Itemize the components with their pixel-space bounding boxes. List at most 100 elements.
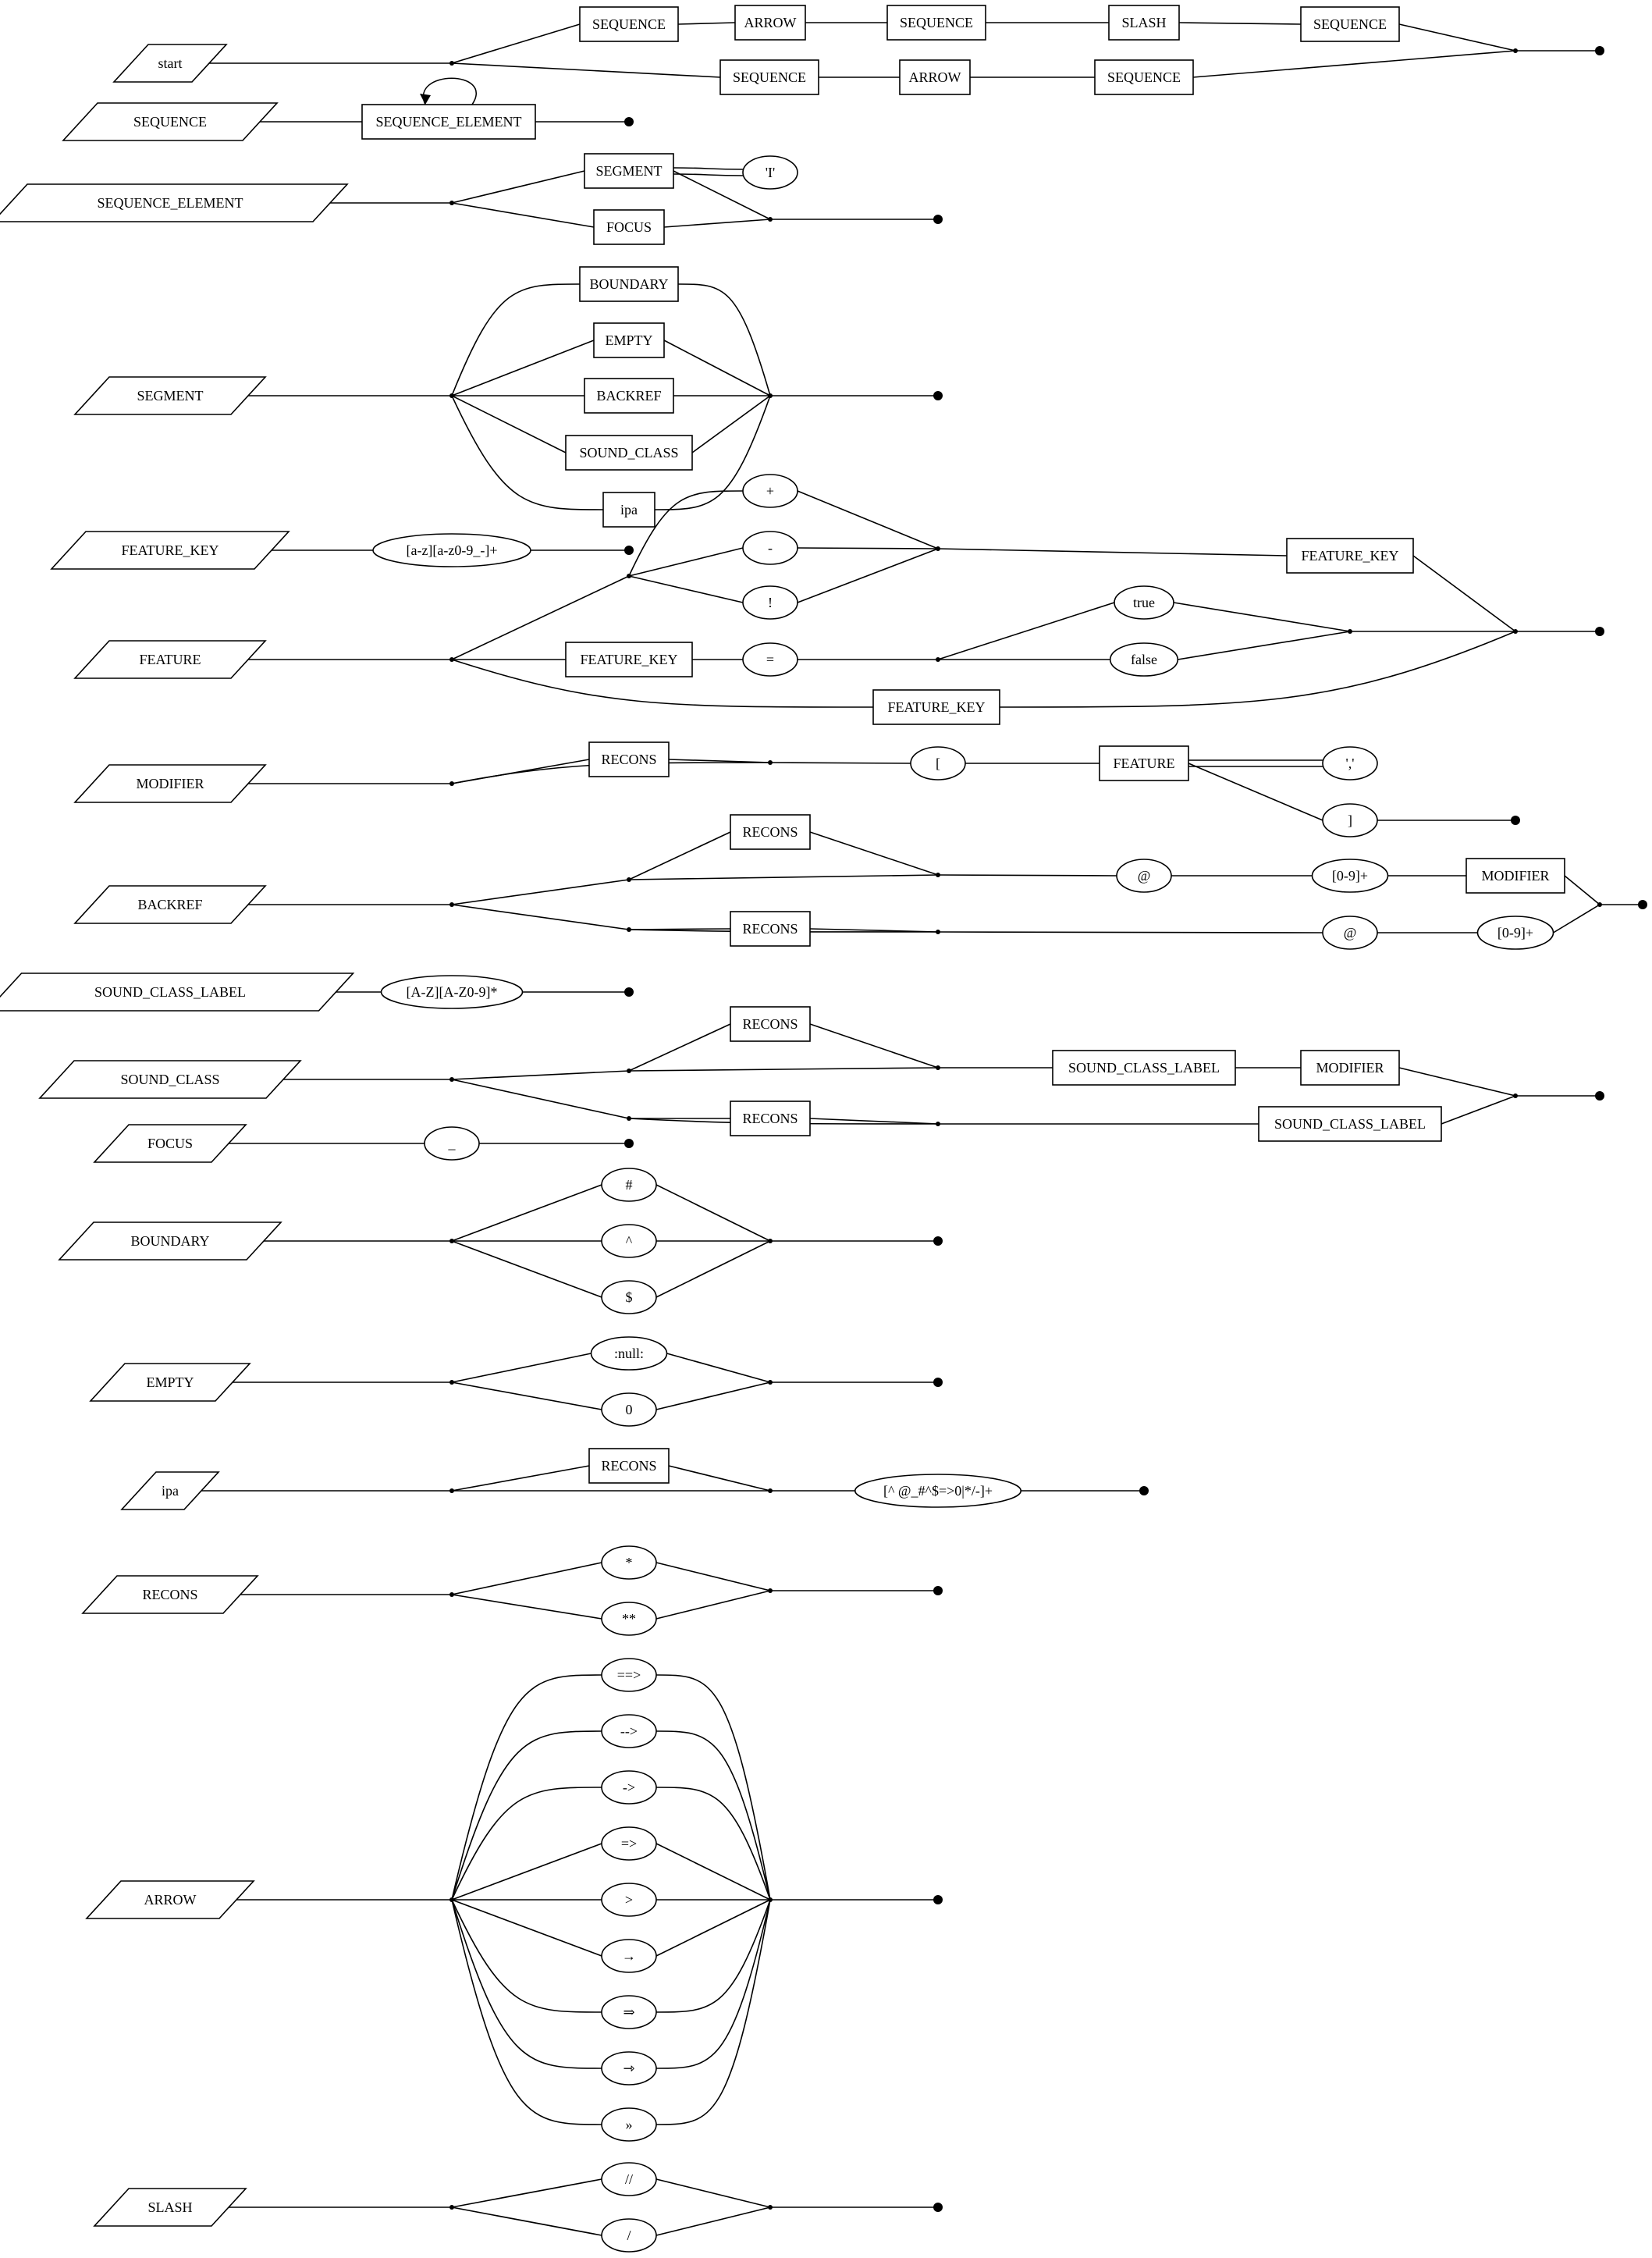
junction-dot [449,1380,454,1385]
edge-feature [937,602,1115,660]
node-ellipse [601,2107,657,2142]
rule-empty-shape [89,1363,251,1402]
edge-feature [999,631,1516,708]
node-empty-2: 0 [601,1392,657,1427]
node-box [899,59,971,95]
node-sequence-element-1: SEGMENT [584,153,674,189]
node-backref-6: @ [1322,916,1378,950]
edge-empty [451,1381,602,1410]
node-label: ',' [1346,756,1355,771]
edge-segment [451,283,581,396]
junction-dot [768,217,773,222]
node-empty-1: :null: [590,1336,668,1371]
edge-sequence-element [673,167,744,170]
node-box [579,6,679,42]
junction-dot [936,873,940,877]
node-label: MODIFIER [1316,1060,1384,1076]
node-label: - [768,540,773,556]
rule-modifier-label: MODIFIER [136,776,204,791]
node-label: SOUND_CLASS_LABEL [1274,1116,1426,1132]
node-feature-5: FEATURE_KEY [565,642,693,677]
node-label: » [626,2117,633,2132]
node-ellipse [1322,803,1378,837]
edge-backref [809,831,939,876]
junction-dot [449,1592,454,1597]
node-box [593,322,665,358]
node-label: ** [622,1611,636,1627]
edge-start [677,22,736,25]
edge-sequence-element [451,170,585,204]
edge-sound-class [451,1070,630,1080]
node-sound-class-2: SOUND_CLASS_LABEL [1052,1050,1236,1086]
junction-dot [449,393,454,398]
end-dot [1595,1091,1604,1101]
node-ellipse [601,1658,657,1692]
rule-empty-label: EMPTY [146,1374,194,1390]
rule-start-shape [112,44,228,83]
junction-dot [768,1588,773,1593]
node-sound-class-3: MODIFIER [1300,1050,1400,1086]
edge-arrow [655,1787,771,1901]
edge-ipa [451,1465,590,1492]
junction-dot [627,877,631,882]
edge-feature [797,547,939,549]
node-box [588,1448,670,1484]
junction-dot [768,1380,773,1385]
node-arrow-9: » [601,2107,657,2142]
node-label: [0-9]+ [1332,868,1368,884]
edge-arrow [655,1843,771,1901]
junction-dot [936,657,940,662]
rule-sequence-element-label: SEQUENCE_ELEMENT [98,195,243,211]
node-label: _ [448,1136,457,1151]
node-backref-7: [0-9]+ [1476,916,1554,950]
rule-sequence-element-shape [0,183,349,222]
node-ellipse [910,746,966,781]
node-label: * [626,1555,633,1570]
end-dot [933,1378,943,1387]
node-ellipse [601,1826,657,1861]
node-ellipse [372,533,531,567]
node-feature-3: ! [742,585,798,620]
edge-start [451,23,581,64]
node-arrow-2: --> [601,1714,657,1748]
node-label: RECONS [601,1458,656,1474]
node-box [579,266,679,302]
node-box [719,59,819,95]
node-slash-2: / [601,2218,657,2253]
node-box [1286,538,1414,574]
end-dot [933,1895,943,1904]
junction-dot [1513,48,1518,53]
node-box [886,5,986,41]
rule-sequence-label: SEQUENCE [133,114,207,130]
node-box [584,153,674,189]
node-box [1258,1106,1442,1142]
node-label: 0 [626,1402,633,1417]
junction-dot [768,1239,773,1243]
node-label: # [626,1177,633,1193]
node-label: [a-z][a-z0-9_-]+ [406,542,497,558]
edge-boundary [655,1184,771,1242]
node-sound-class-4: RECONS [730,1101,811,1136]
node-box [1052,1050,1236,1086]
node-ellipse [601,1995,657,2029]
node-label: BACKREF [596,388,661,404]
node-label: ! [768,595,773,610]
rule-start-label: start [158,55,183,71]
edge-segment [677,283,771,396]
node-ellipse [380,975,524,1009]
node-ellipse [601,1883,657,1917]
node-label: → [622,1948,636,1964]
node-label: -> [623,1780,635,1795]
rule-slash-shape [93,2188,247,2227]
node-box [730,1101,811,1136]
junction-dot [449,1488,454,1493]
edge-ipa [668,1465,771,1492]
node-ellipse [1114,585,1174,620]
rule-ipa-shape [120,1471,220,1510]
node-label: FEATURE_KEY [1302,548,1399,564]
rule-segment-label: SEGMENT [137,388,204,404]
rule-slash-label: SLASH [147,2199,192,2215]
edge-backref [628,831,731,880]
edge-sound-class [1398,1067,1516,1097]
end-dot [1595,46,1604,55]
